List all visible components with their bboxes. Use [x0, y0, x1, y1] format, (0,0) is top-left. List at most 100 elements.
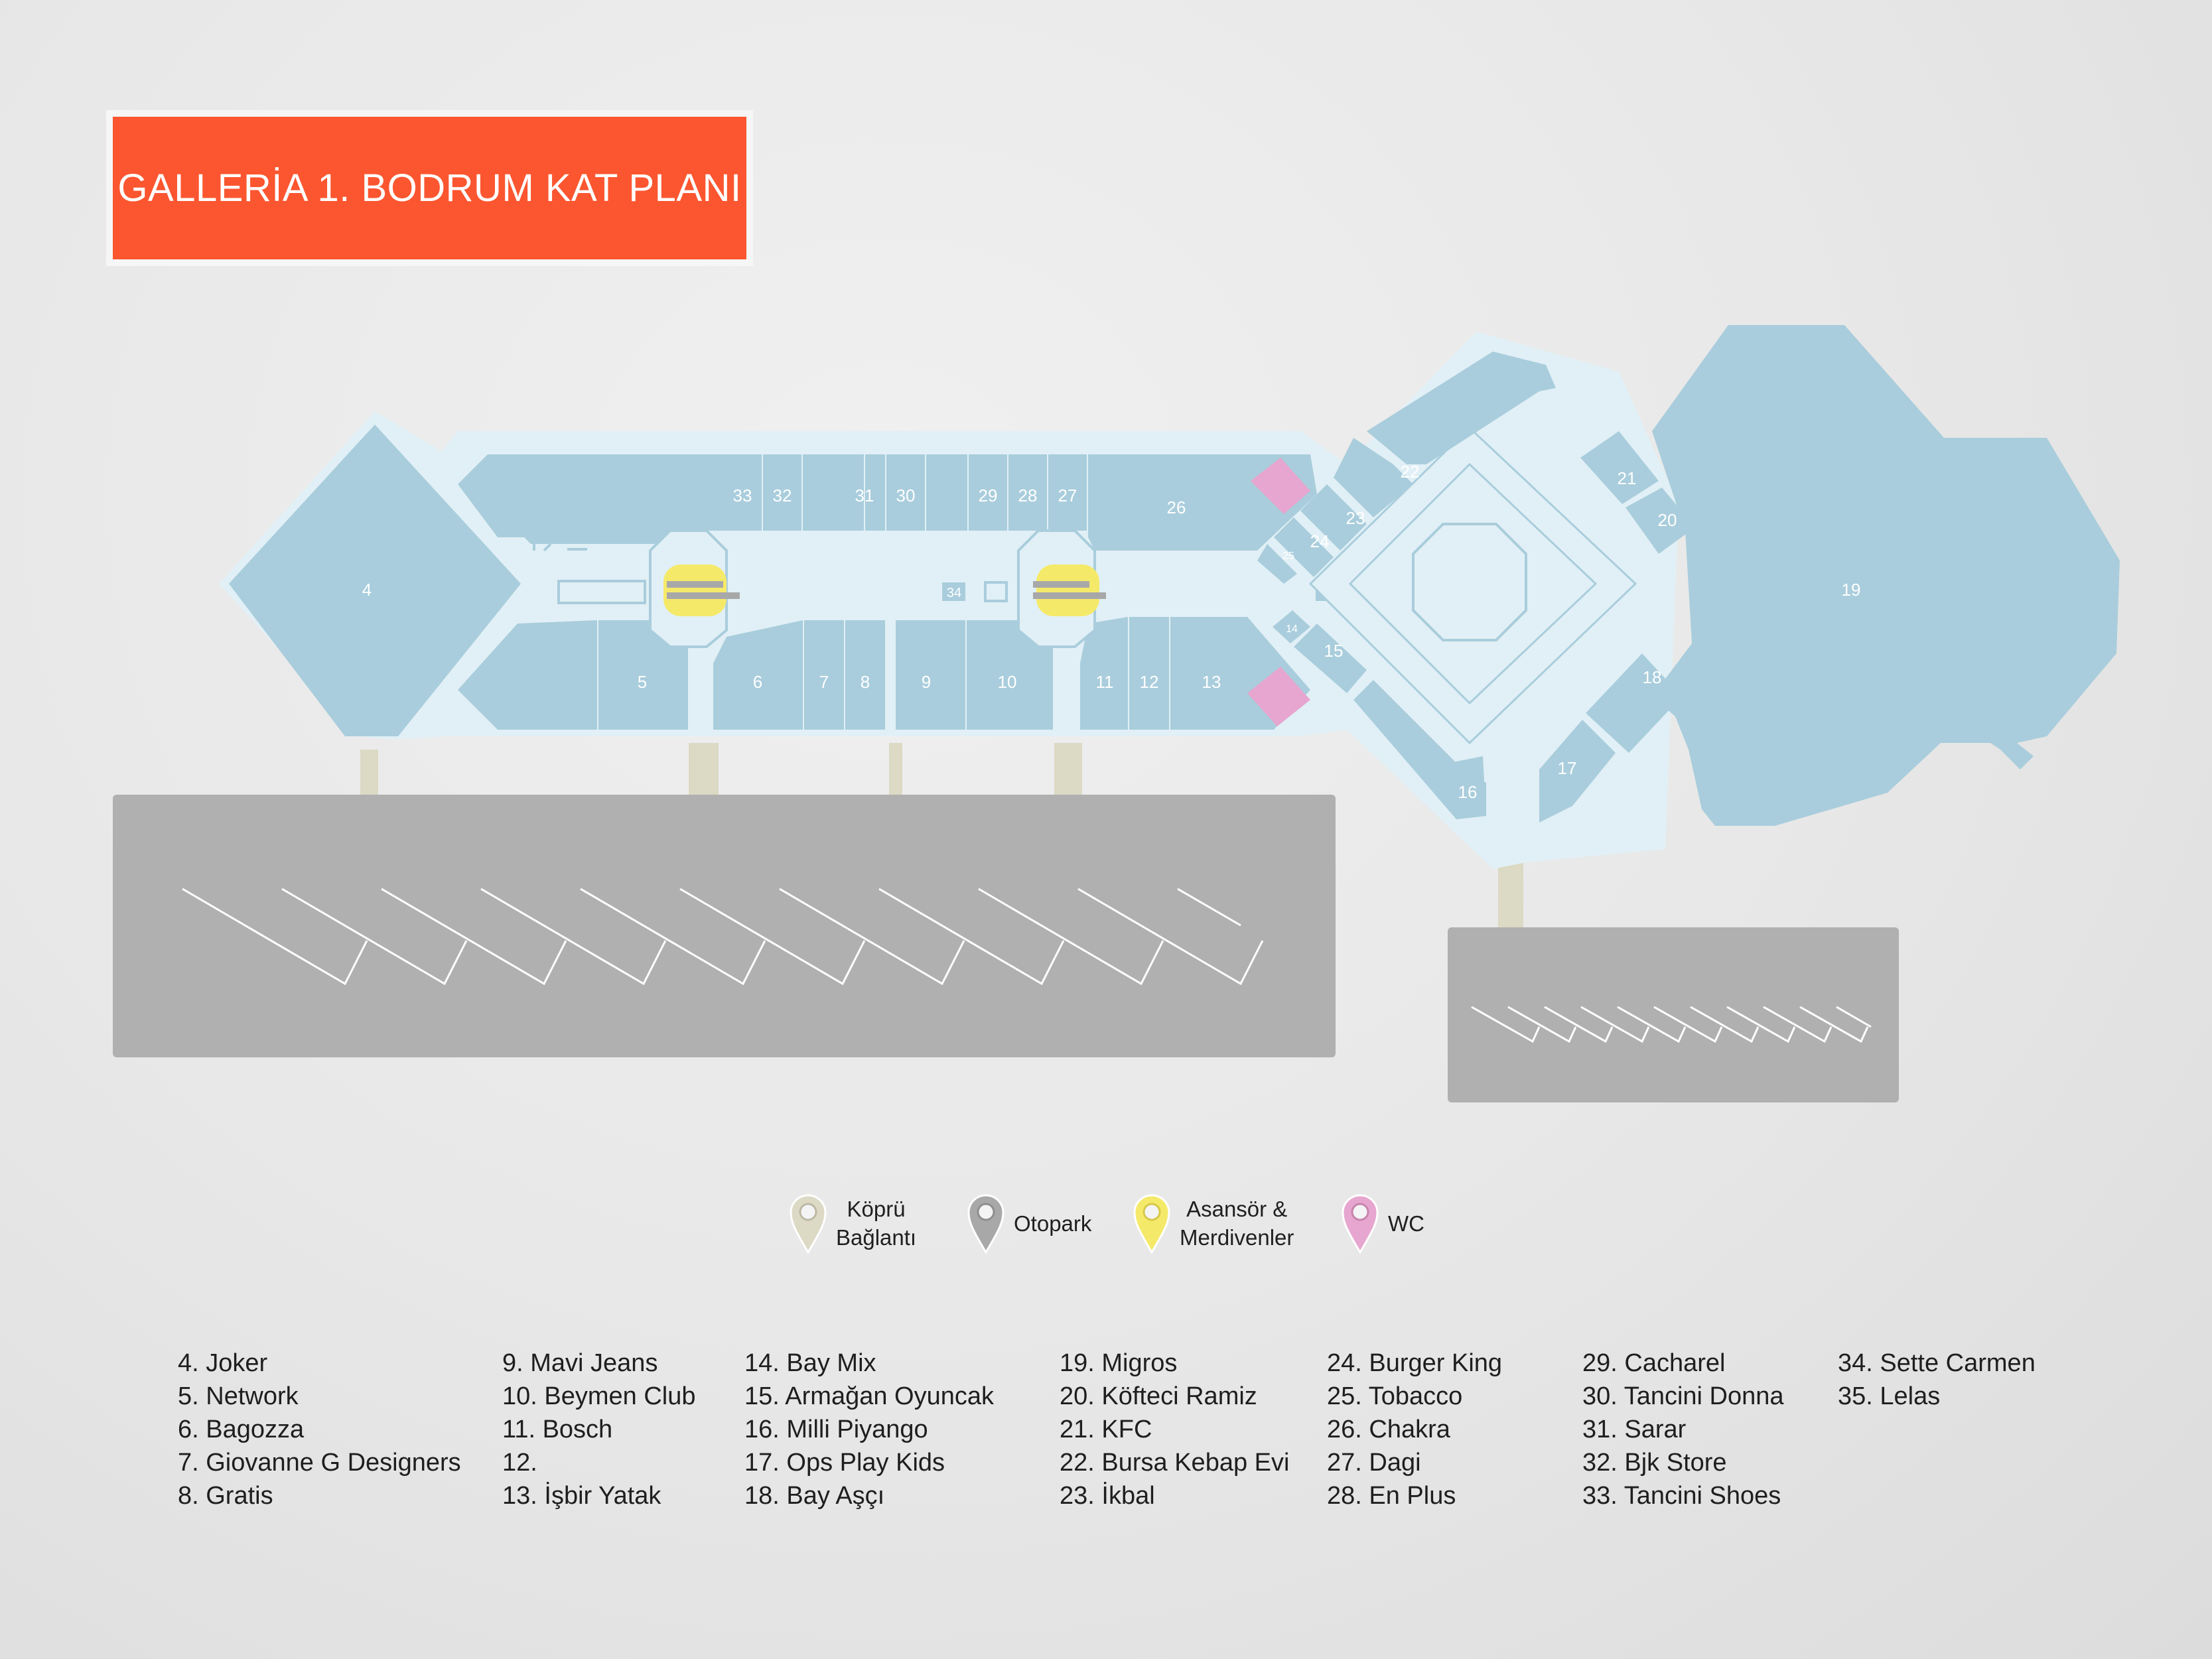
- store-6[interactable]: [713, 620, 803, 730]
- store-8[interactable]: [845, 620, 885, 730]
- wc-north[interactable]: [1251, 458, 1310, 514]
- list-item: 27. Dagi: [1327, 1449, 1421, 1477]
- store-14[interactable]: [1273, 610, 1310, 643]
- store-block-upper-west[interactable]: [458, 454, 723, 544]
- unit-label-26: 26: [1167, 498, 1186, 517]
- list-item: 31. Sarar: [1582, 1416, 1687, 1443]
- store-17[interactable]: [1539, 720, 1616, 823]
- store-32[interactable]: [763, 454, 801, 531]
- parking-stripes-east: [1471, 1006, 1872, 1043]
- directory-column-3: 14. Bay Mix 15. Armağan Oyuncak 16. Mill…: [744, 1347, 994, 1512]
- list-item: 26. Chakra: [1327, 1416, 1450, 1443]
- store-block-lower-west[interactable]: [458, 620, 597, 730]
- northeast-store-strip: [1257, 352, 1556, 584]
- store-7[interactable]: [804, 620, 844, 730]
- list-item: 30. Tancini Donna: [1582, 1382, 1784, 1410]
- list-item: 32. Bjk Store: [1582, 1449, 1727, 1477]
- list-item: 35. Lelas: [1838, 1382, 1941, 1410]
- unit-label-17: 17: [1558, 758, 1577, 778]
- store-16[interactable]: [1450, 756, 1486, 819]
- list-item: 21. KFC: [1060, 1416, 1152, 1443]
- store-30[interactable]: [886, 454, 925, 531]
- elevator-east[interactable]: [1033, 564, 1106, 616]
- list-item: 25. Tobacco: [1327, 1382, 1463, 1410]
- store-9[interactable]: [896, 620, 965, 730]
- kiosk-small: [984, 581, 1008, 602]
- store-19[interactable]: [1652, 325, 2120, 826]
- bridge-3: [889, 743, 902, 796]
- store-21[interactable]: [1580, 431, 1659, 504]
- unit-label-7: 7: [819, 672, 829, 692]
- list-item: 17. Ops Play Kids: [744, 1449, 945, 1477]
- list-item: 4. Joker: [178, 1349, 268, 1377]
- unit-label-19: 19: [1842, 580, 1861, 600]
- list-item: 14. Bay Mix: [744, 1349, 876, 1377]
- list-item: 6. Bagozza: [178, 1416, 305, 1443]
- kiosk-34[interactable]: [942, 582, 965, 601]
- list-item: 7. Giovanne G Designers: [178, 1449, 461, 1477]
- unit-label-18: 18: [1643, 667, 1662, 687]
- list-item: 11. Bosch: [502, 1416, 613, 1443]
- list-item: 29. Cacharel: [1582, 1349, 1726, 1377]
- store-12[interactable]: [1129, 617, 1169, 730]
- unit-label-11: 11: [1096, 672, 1114, 692]
- store-28[interactable]: [1008, 454, 1047, 531]
- bridge-connections: [360, 743, 1523, 929]
- store-block-ne[interactable]: [1367, 352, 1556, 464]
- store-29[interactable]: [969, 454, 1007, 531]
- bridge-1: [360, 750, 378, 796]
- central-atrium-inner: [1348, 462, 1598, 705]
- central-octagon: [1412, 523, 1527, 641]
- list-item: 33. Tancini Shoes: [1582, 1482, 1781, 1510]
- list-item: 15. Armağan Oyuncak: [744, 1382, 994, 1410]
- west-fixtures: [533, 541, 587, 552]
- unit-label-23: 23: [1346, 508, 1365, 528]
- list-item: 9. Mavi Jeans: [502, 1349, 658, 1377]
- list-item: 20. Köfteci Ramiz: [1060, 1382, 1257, 1410]
- list-item: 16. Milli Piyango: [744, 1416, 928, 1443]
- store-15[interactable]: [1294, 624, 1367, 693]
- unit-label-12: 12: [1140, 672, 1159, 692]
- bridge-4: [1054, 743, 1082, 796]
- unit-label-5: 5: [638, 672, 647, 692]
- directory-column-1: 4. Joker 5. Network 6. Bagozza 7. Giovan…: [178, 1347, 461, 1512]
- store-25[interactable]: [1257, 544, 1297, 584]
- store-20[interactable]: [1625, 488, 1695, 554]
- central-atrium: [1308, 426, 1637, 745]
- store-27[interactable]: [1048, 454, 1087, 531]
- store-22[interactable]: [1334, 438, 1413, 517]
- wc-south[interactable]: [1247, 667, 1310, 726]
- list-item: 24. Burger King: [1327, 1349, 1503, 1377]
- elevator-west[interactable]: [663, 564, 740, 616]
- parking-stripes-west: [182, 888, 1264, 986]
- store-33[interactable]: [723, 454, 762, 531]
- unit-label-20: 20: [1658, 510, 1677, 530]
- store-4[interactable]: [229, 425, 521, 736]
- unit-label-24: 24: [1310, 531, 1330, 551]
- store-23[interactable]: [1300, 484, 1367, 551]
- store-11[interactable]: [1080, 617, 1128, 730]
- store-24[interactable]: [1274, 517, 1334, 577]
- unit-label-30: 30: [896, 486, 916, 505]
- lower-store-row: [458, 617, 1310, 730]
- list-item: 12.: [502, 1449, 537, 1477]
- bridge-5: [1498, 862, 1523, 929]
- directory-column-4: 19. Migros 20. Köfteci Ramiz 21. KFC 22.…: [1060, 1347, 1289, 1512]
- unit-label-6: 6: [753, 672, 762, 692]
- title-frame: GALLERİA 1. BODRUM KAT PLANI: [106, 110, 753, 266]
- unit-label-13: 13: [1202, 672, 1221, 692]
- page-title: GALLERİA 1. BODRUM KAT PLANI: [117, 166, 742, 210]
- directory-column-5: 24. Burger King 25. Tobacco 26. Chakra 2…: [1327, 1347, 1502, 1512]
- store-block-a[interactable]: [803, 454, 864, 531]
- bridge-2: [689, 743, 719, 796]
- store-block-b[interactable]: [926, 454, 967, 531]
- title-banner: GALLERİA 1. BODRUM KAT PLANI: [113, 117, 746, 259]
- parking-lot-west: [113, 795, 1336, 1057]
- list-item: 10. Beymen Club: [502, 1382, 696, 1410]
- unit-label-10: 10: [998, 672, 1017, 692]
- kiosk-west: [557, 580, 646, 604]
- store-18[interactable]: [1586, 653, 1682, 753]
- unit-label-4: 4: [362, 580, 372, 600]
- store-31[interactable]: [865, 454, 885, 531]
